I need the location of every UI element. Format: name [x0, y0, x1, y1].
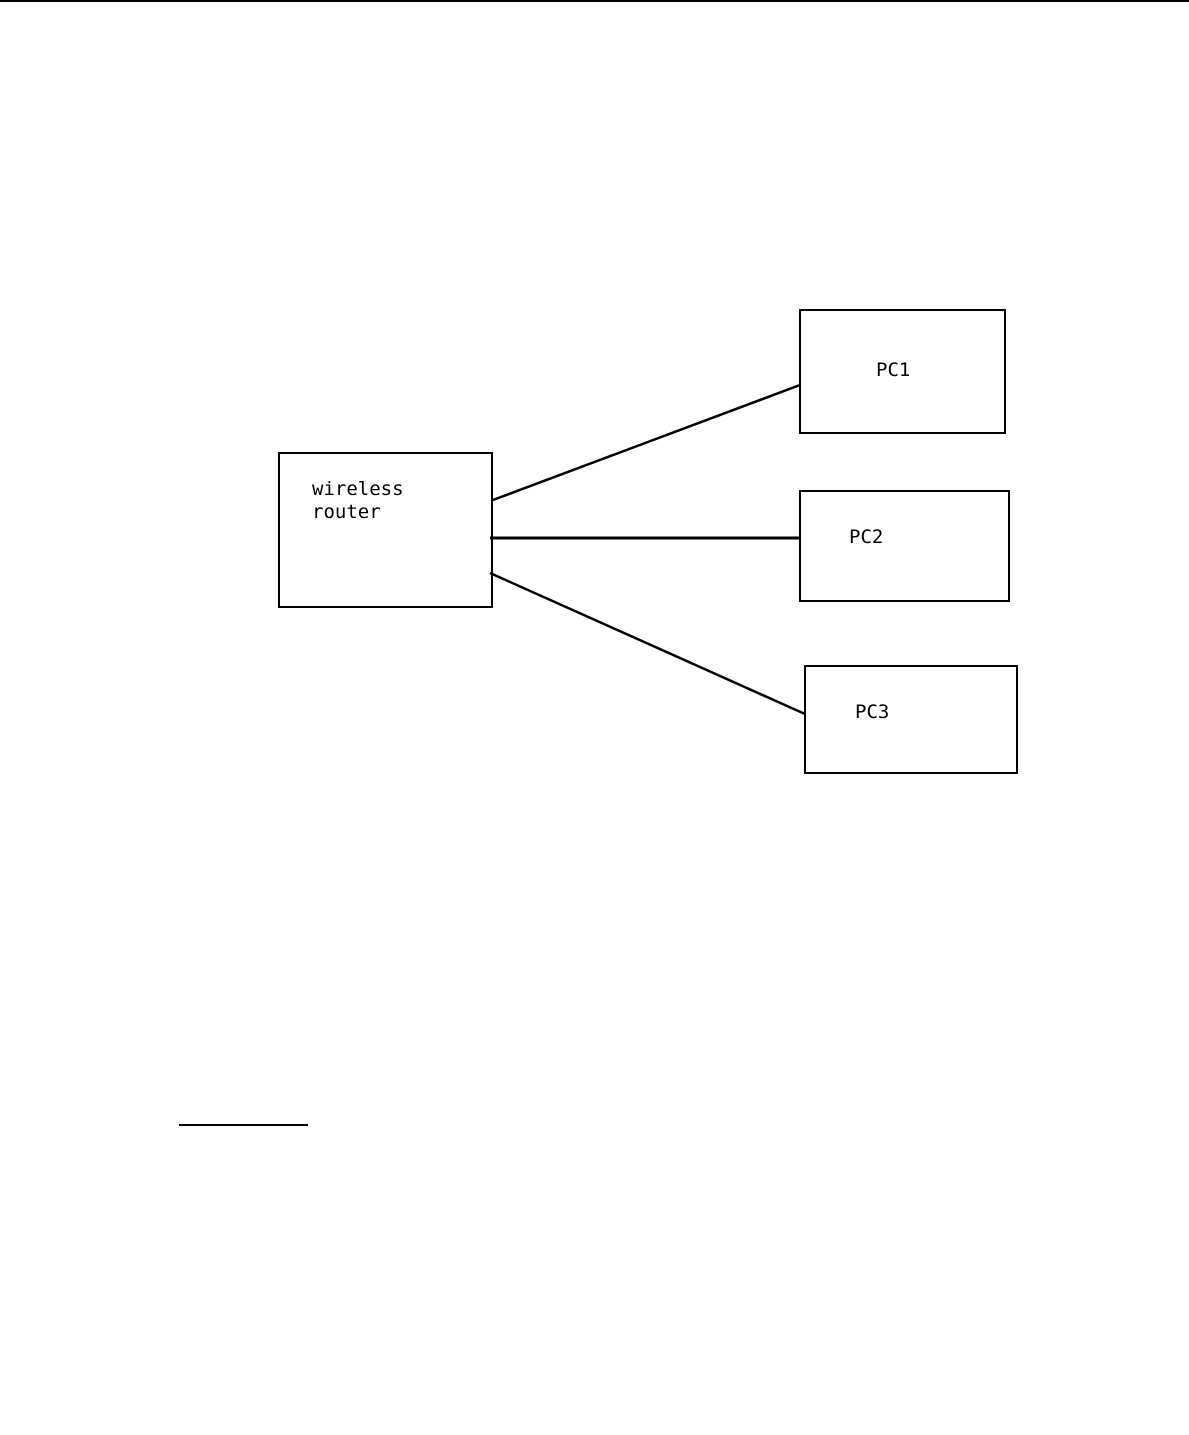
pc2-box: [800, 491, 1009, 601]
router-box: [279, 453, 492, 607]
pc2-label: PC2: [849, 526, 883, 548]
pc3-label: PC3: [855, 701, 889, 723]
pc2-node: PC2: [800, 491, 1009, 601]
router-node: wireless router: [279, 453, 492, 607]
pc3-box: [805, 666, 1017, 773]
pc1-node: PC1: [800, 310, 1005, 433]
edge-router-pc3: [490, 573, 805, 714]
pc3-node: PC3: [805, 666, 1017, 773]
footnote-separator: [179, 1124, 308, 1126]
edge-router-pc1: [493, 385, 800, 500]
router-label-line2: router: [312, 501, 381, 523]
router-label-line1: wireless: [312, 478, 404, 500]
pc1-label: PC1: [876, 359, 910, 381]
